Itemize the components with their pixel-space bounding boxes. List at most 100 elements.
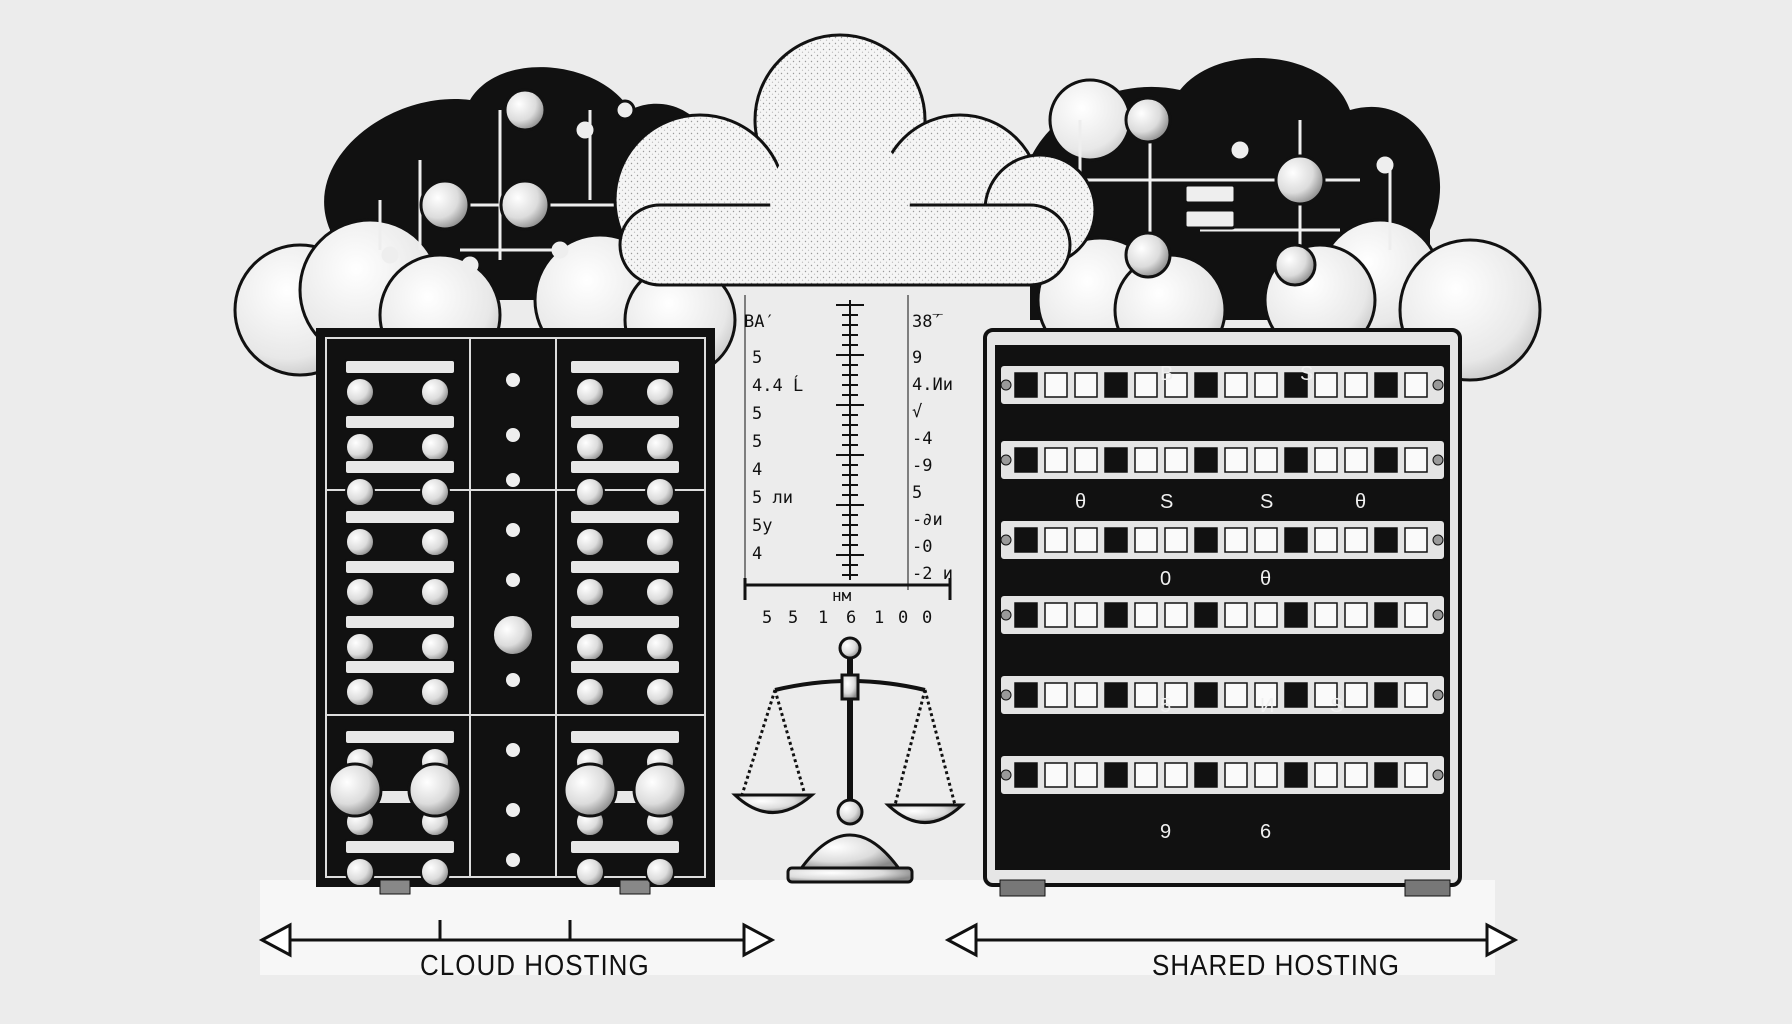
drive-tray — [344, 509, 456, 525]
gauge-right-mark: 9 — [912, 348, 923, 368]
rack-digit: B — [1160, 363, 1173, 385]
gauge-left-mark: 5у — [752, 516, 773, 536]
gauge-top-left-label: BA′ — [744, 312, 775, 332]
drive-bay — [1014, 372, 1038, 398]
drive-bay — [1074, 682, 1098, 708]
knob — [575, 527, 605, 557]
drive-bay — [1254, 762, 1278, 788]
knob — [645, 577, 675, 607]
rack-screw — [1000, 689, 1012, 701]
drive-bay — [1194, 762, 1218, 788]
drive-tray — [344, 614, 456, 630]
drive-tray — [344, 459, 456, 475]
gauge-right-mark: -0 — [912, 537, 933, 557]
drive-tray — [344, 559, 456, 575]
knob — [645, 477, 675, 507]
gauge-right-mark: -∂и — [912, 510, 943, 530]
drive-tray — [344, 729, 456, 745]
rack-screw — [1000, 609, 1012, 621]
large-knob — [562, 762, 618, 818]
knob — [420, 432, 450, 462]
gauge-left-mark: 5 — [752, 432, 763, 452]
rack-digit: S — [1160, 491, 1173, 513]
cloud-icon — [613, 33, 1097, 287]
drive-bay — [1344, 682, 1368, 708]
drive-bay — [1044, 527, 1068, 553]
gauge-bottom-mark: 1 — [874, 608, 885, 628]
drive-tray — [569, 359, 681, 375]
knob — [504, 571, 522, 589]
rack-digit: θ — [1355, 491, 1366, 513]
drive-bay — [1344, 447, 1368, 473]
gauge-left-mark: 5 ли — [752, 488, 793, 508]
gauge-bottom-mark: 5 — [762, 608, 773, 628]
drive-bay — [1074, 447, 1098, 473]
rack-screw — [1432, 609, 1444, 621]
knob — [575, 577, 605, 607]
knob — [504, 851, 522, 869]
drive-bay — [1164, 527, 1188, 553]
drive-bay — [1074, 372, 1098, 398]
drive-bay — [1164, 682, 1188, 708]
knob — [345, 477, 375, 507]
drive-bay — [1224, 527, 1248, 553]
gauge-bottom-mark: 0 — [898, 608, 909, 628]
drive-bay — [1314, 447, 1338, 473]
balance-scale-icon — [731, 636, 966, 884]
drive-bay — [1014, 602, 1038, 628]
rack-screw — [1432, 689, 1444, 701]
large-knob — [632, 762, 688, 818]
drive-bay — [1404, 602, 1428, 628]
knob — [504, 801, 522, 819]
drive-bay — [1134, 602, 1158, 628]
rack-screw — [1432, 454, 1444, 466]
drive-bay — [1224, 762, 1248, 788]
knob — [575, 377, 605, 407]
drive-bay — [1314, 602, 1338, 628]
cloud-hosting-caption: CLOUD HOSTING — [420, 948, 650, 982]
drive-bay — [1134, 762, 1158, 788]
knob — [345, 432, 375, 462]
knob — [345, 632, 375, 662]
drive-bay — [1374, 527, 1398, 553]
drive-bay — [1374, 682, 1398, 708]
drive-bay — [1224, 602, 1248, 628]
drive-bay — [1014, 762, 1038, 788]
rack-digit: 9 — [1160, 821, 1171, 843]
drive-bay — [1194, 372, 1218, 398]
rack-screw — [1000, 534, 1012, 546]
gauge-left-mark: 4.4 Ĺ — [752, 376, 804, 396]
knob — [420, 632, 450, 662]
drive-bay — [1374, 602, 1398, 628]
drive-bay — [1134, 447, 1158, 473]
drive-bay — [1224, 372, 1248, 398]
gauge-left-mark: 4 — [752, 544, 763, 564]
double-arrow-icon — [944, 922, 1519, 958]
rack-screw — [1432, 534, 1444, 546]
knob — [345, 377, 375, 407]
knob — [575, 677, 605, 707]
drive-bay — [1074, 527, 1098, 553]
drive-bay — [1284, 762, 1308, 788]
knob — [575, 857, 605, 887]
knob — [575, 432, 605, 462]
knob — [420, 477, 450, 507]
rack-screw — [1000, 379, 1012, 391]
knob — [345, 577, 375, 607]
drive-bay — [1284, 527, 1308, 553]
network-node-icon — [1078, 96, 1394, 287]
gauge-left-mark: 4 — [752, 460, 763, 480]
drive-tray — [569, 509, 681, 525]
rack-digit: 6 — [1260, 821, 1271, 843]
drive-bay — [1404, 682, 1428, 708]
gauge-bottom-mark: 1 — [818, 608, 829, 628]
drive-tray — [569, 729, 681, 745]
drive-tray — [569, 659, 681, 675]
knob — [645, 432, 675, 462]
drive-tray — [344, 359, 456, 375]
drive-bay — [1254, 602, 1278, 628]
drive-bay — [1074, 762, 1098, 788]
gauge-right-mark: -2 и — [912, 564, 953, 584]
knob — [504, 521, 522, 539]
